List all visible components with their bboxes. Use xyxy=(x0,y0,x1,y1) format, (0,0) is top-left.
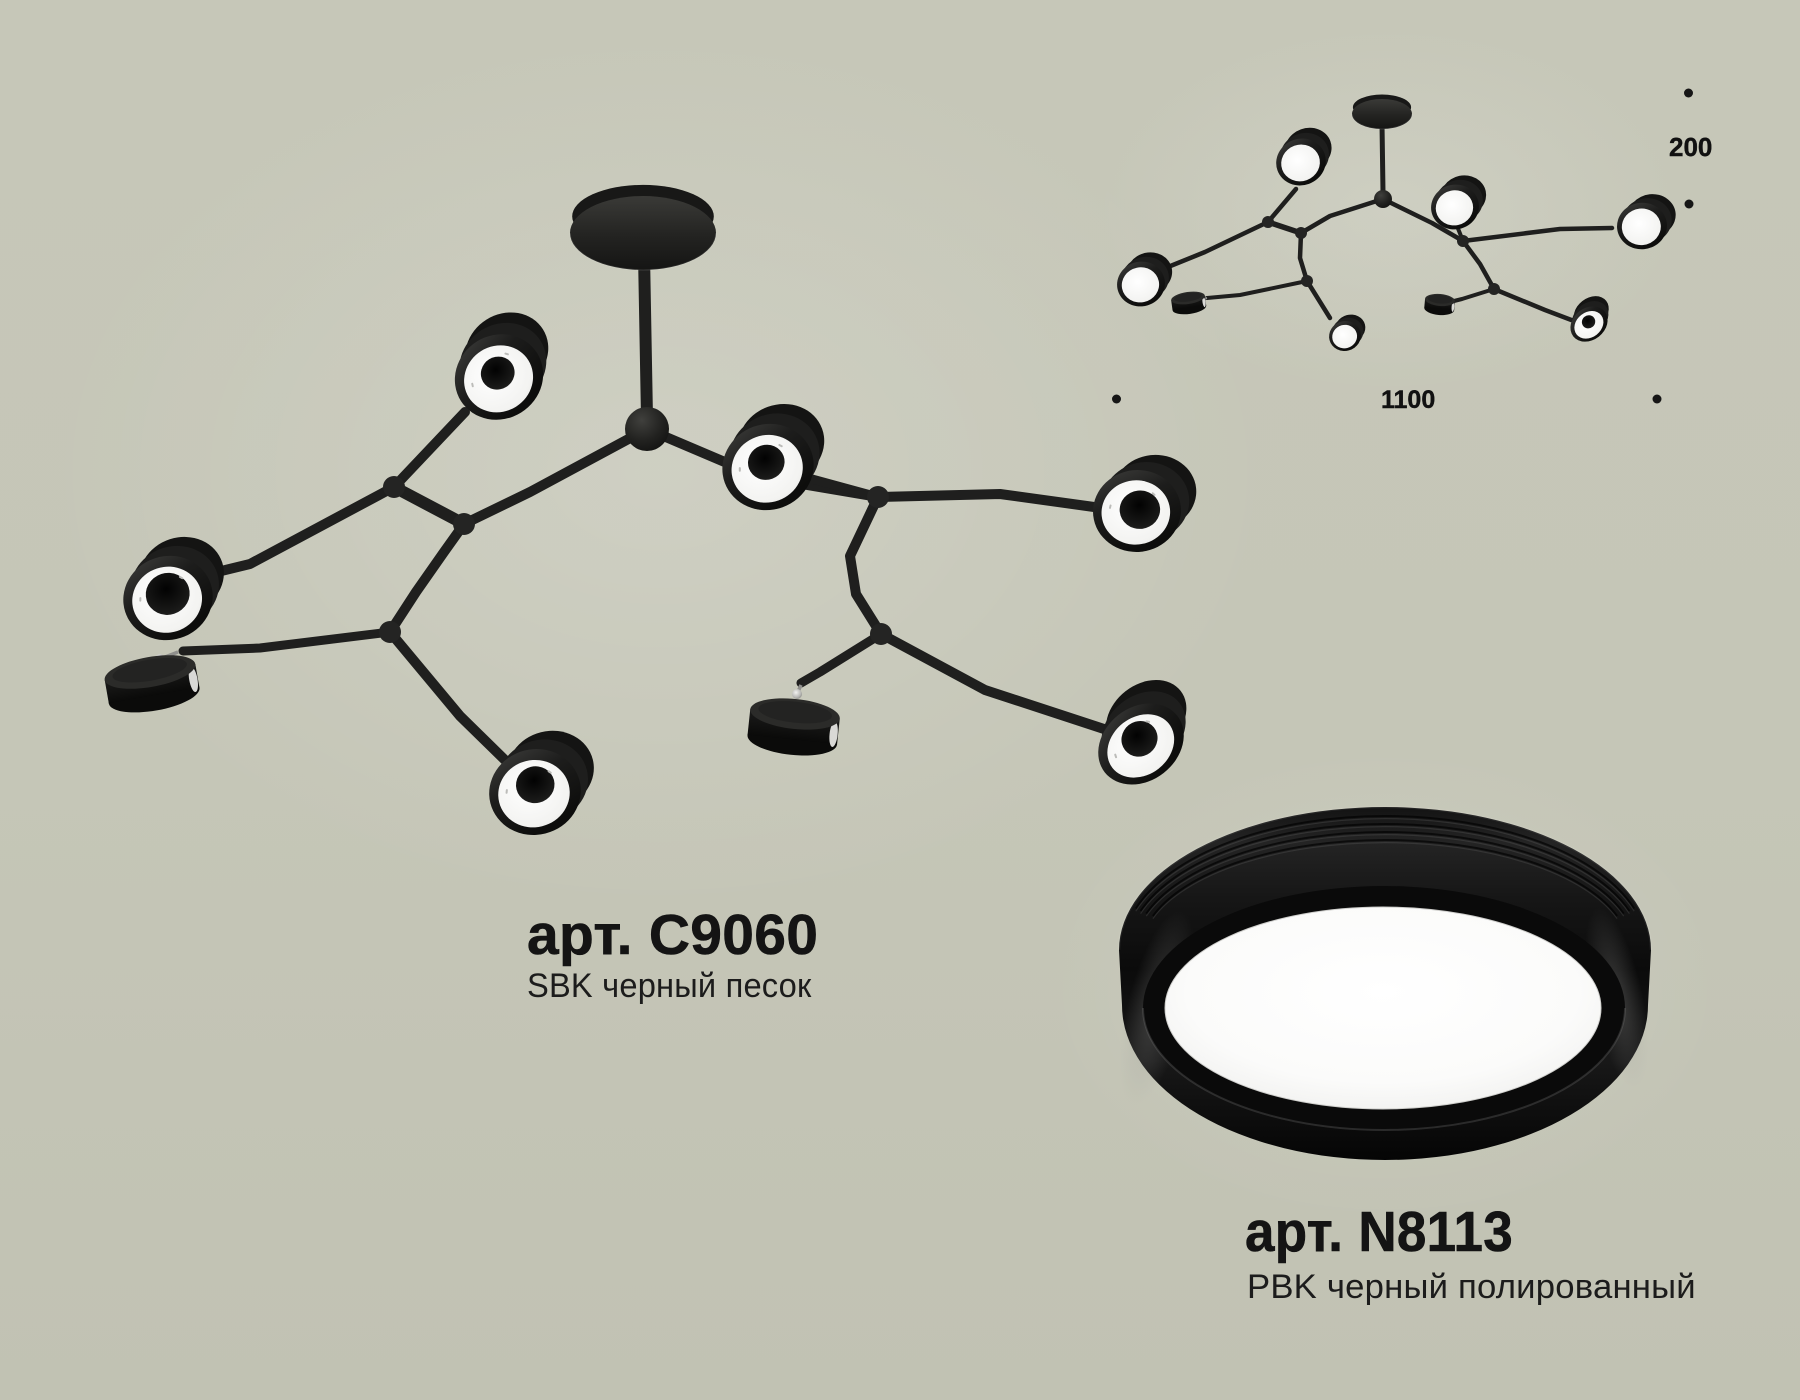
arm-joint xyxy=(1488,283,1500,295)
lamp-head xyxy=(454,312,549,420)
branch-arm xyxy=(1297,230,1310,284)
lamp-head xyxy=(489,730,594,835)
main-finish-label: SBK черный песок xyxy=(527,967,812,1005)
center-ball-joint xyxy=(625,407,669,451)
arm-joint xyxy=(1295,227,1307,239)
dimension-dot xyxy=(1112,394,1121,404)
lamp-head xyxy=(1570,296,1609,342)
branch-arm xyxy=(807,474,883,502)
dimension-dot xyxy=(1684,199,1694,209)
lamp-head xyxy=(1093,454,1197,552)
arm-joint xyxy=(383,476,405,498)
arm-joint xyxy=(453,513,475,535)
pivot-pin-ball xyxy=(792,689,802,699)
ceiling-canopy xyxy=(1351,94,1413,130)
branch-arm xyxy=(1205,279,1309,300)
branch-arm xyxy=(385,519,469,637)
branch-arm xyxy=(1491,286,1577,324)
branch-arm xyxy=(876,629,1109,734)
component-finish-label: PBK черный полированный xyxy=(1247,1268,1696,1306)
branch-arm xyxy=(385,627,512,767)
branch-arm xyxy=(1460,238,1497,292)
dimension-dot xyxy=(1652,394,1662,404)
lamp-head xyxy=(123,536,224,641)
lamp-head-side xyxy=(747,698,840,756)
diffuser-panel xyxy=(1164,906,1602,1110)
arm-joint xyxy=(867,486,889,508)
branch-arm xyxy=(208,482,399,578)
lamp-head-side xyxy=(1171,291,1207,315)
branch-arm xyxy=(1448,287,1496,304)
branch-arm xyxy=(1265,186,1299,225)
dimension-dots xyxy=(1112,88,1694,404)
center-ball-joint xyxy=(1374,190,1392,208)
dimension-height-label: 200 xyxy=(1669,132,1713,162)
dimension-width-label: 1100 xyxy=(1381,386,1436,414)
branch-arm xyxy=(1379,121,1386,195)
branch-arm xyxy=(873,489,1099,512)
branch-arm xyxy=(638,248,653,424)
lamp-head-side xyxy=(104,655,200,713)
lamp-head xyxy=(722,403,825,511)
chandelier-dimension-render xyxy=(1117,94,1676,351)
arm-joint xyxy=(379,621,401,643)
lamp-head xyxy=(1617,194,1676,250)
branch-arm xyxy=(845,492,886,639)
lamp-head xyxy=(1431,175,1487,230)
arm-joint xyxy=(1301,275,1313,287)
arm-joint xyxy=(1457,235,1469,247)
arm-joint xyxy=(1262,216,1274,228)
branch-arm xyxy=(178,627,395,656)
lamp-head xyxy=(1329,314,1366,351)
branch-arm xyxy=(1304,278,1333,321)
branch-arm xyxy=(459,424,652,529)
branch-arm xyxy=(1380,196,1466,244)
lamp-head xyxy=(1276,127,1332,186)
lamp-head xyxy=(1117,252,1173,307)
ceiling-canopy xyxy=(569,184,717,271)
main-article-label: арт. C9060 xyxy=(527,903,819,967)
chandelier-main-render xyxy=(104,184,1197,835)
branch-arm xyxy=(388,481,470,530)
dimension-dot xyxy=(1684,88,1693,98)
branch-arm xyxy=(1460,225,1615,244)
lamp-head-side xyxy=(1424,293,1455,316)
arm-joint xyxy=(870,623,892,645)
component-article-label: арт. N8113 xyxy=(1245,1200,1513,1264)
lamp-head xyxy=(1098,679,1187,785)
branch-arm xyxy=(1298,196,1386,236)
branch-arm xyxy=(1160,219,1271,272)
trim-ring-render xyxy=(1117,805,1653,1160)
branch-arm xyxy=(389,407,470,492)
branch-arm xyxy=(796,629,886,688)
